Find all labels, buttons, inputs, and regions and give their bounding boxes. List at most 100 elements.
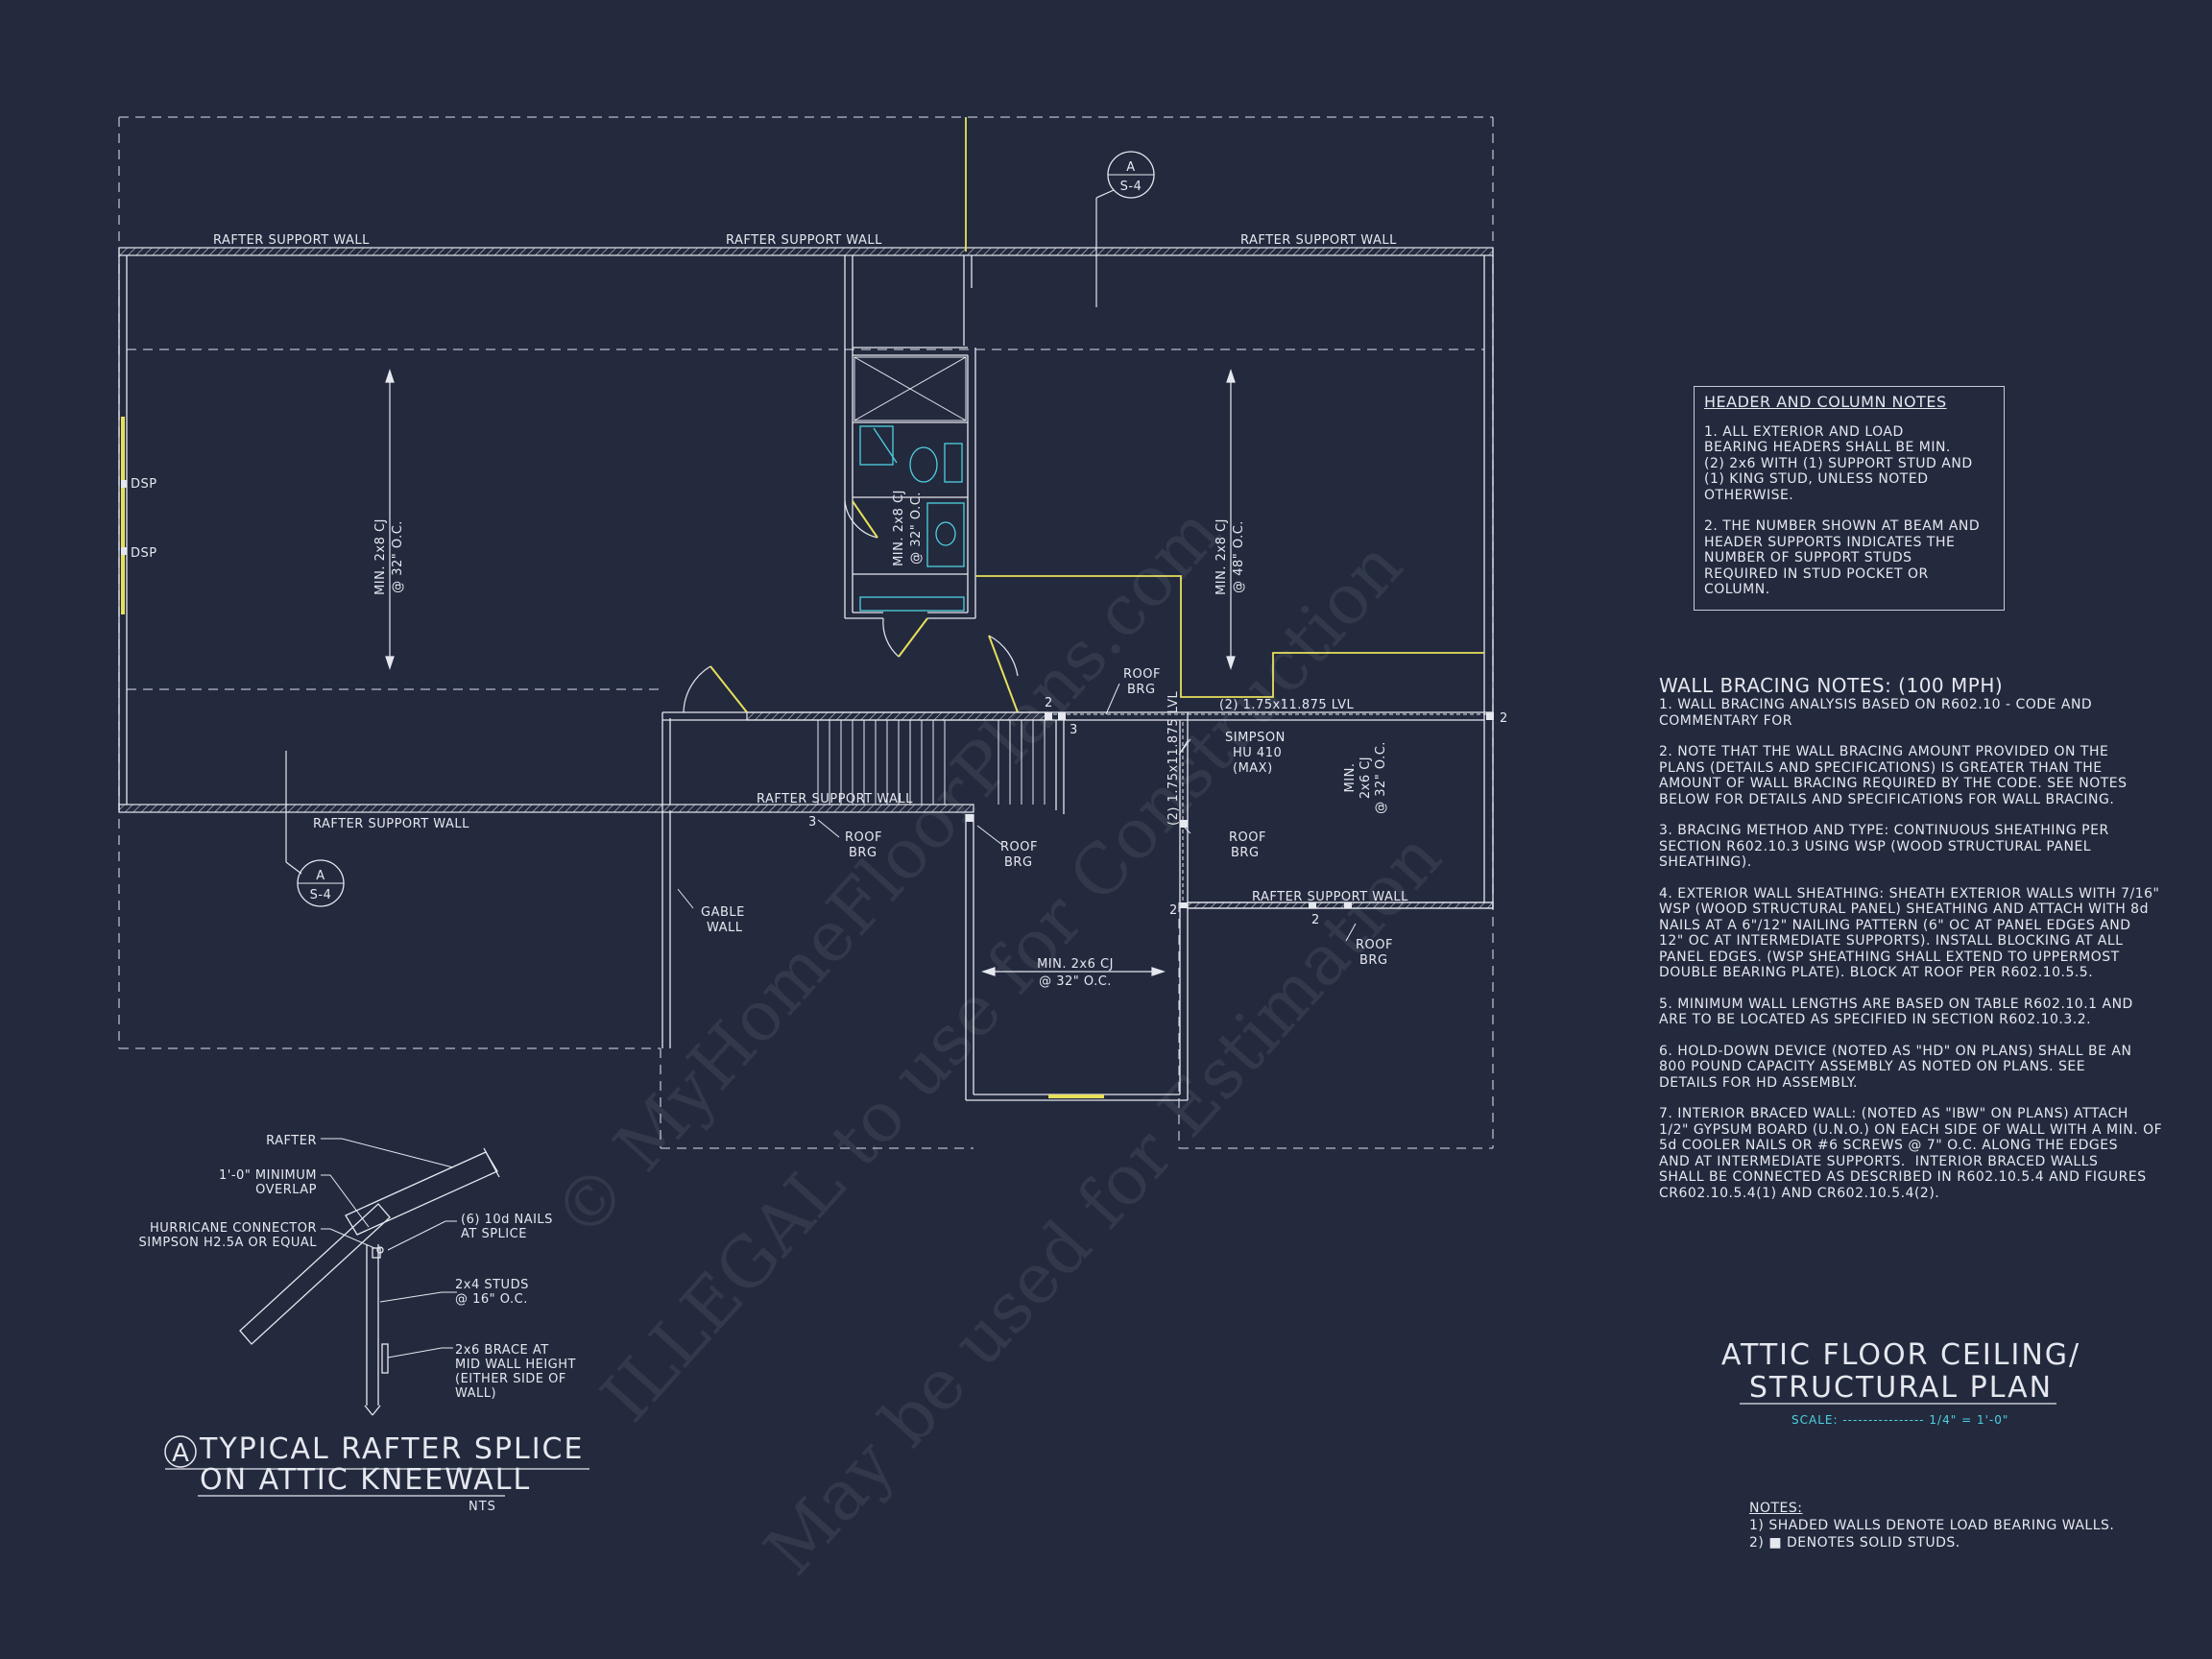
notes-line: 1) SHADED WALLS DENOTE LOAD BEARING WALL…: [1749, 1518, 2115, 1533]
note-line: SHALL BE CONNECTED AS DESCRIBED IN R602.…: [1659, 1169, 2147, 1185]
brace-label: WALL): [455, 1386, 496, 1401]
lvl-label: (2) 1.75x11.875 LVL: [1219, 698, 1355, 712]
cj-label-2x6-right: MIN. 2x6 CJ @ 32" O.C.: [1343, 741, 1388, 814]
note-line: CR602.10.5.4(1) AND CR602.10.5.4(2).: [1659, 1185, 1940, 1201]
roof-brg-label: ROOF: [845, 830, 882, 845]
stud-count: 2: [1045, 696, 1053, 710]
roof-brg-label: ROOF: [1356, 938, 1393, 952]
note-line: 800 POUND CAPACITY ASSEMBLY AS NOTED ON …: [1659, 1059, 2086, 1074]
bath-fixtures: [859, 425, 965, 612]
gable-wall-label: GABLE: [701, 905, 745, 920]
note-line: WSP (WOOD STRUCTURAL PANEL) SHEATHING AN…: [1659, 902, 2149, 917]
section-cut-lines: [285, 198, 1097, 875]
svg-text:A: A: [172, 1439, 189, 1468]
roof-brg-label: ROOF: [1229, 830, 1266, 845]
note-line: 6. HOLD-DOWN DEVICE (NOTED AS "HD" ON PL…: [1659, 1043, 2132, 1059]
detail-title-line1: TYPICAL RAFTER SPLICE: [200, 1432, 585, 1466]
simpson-label: (MAX): [1233, 761, 1273, 776]
note-line: COMMENTARY FOR: [1659, 712, 1792, 729]
roof-outline-dashed: [118, 116, 1494, 1149]
rafter-support-wall-label: RAFTER SUPPORT WALL: [1252, 890, 1408, 904]
note-line: 4. EXTERIOR WALL SHEATHING: SHEATH EXTER…: [1659, 885, 2160, 902]
gable-wall-label: WALL: [707, 921, 743, 935]
svg-text:MIN. 2x8 CJ: MIN. 2x8 CJ: [1214, 518, 1229, 595]
plan-labels: RAFTER SUPPORT WALL RAFTER SUPPORT WALL …: [131, 233, 1508, 989]
note-line: 3. BRACING METHOD AND TYPE: CONTINUOUS S…: [1659, 823, 2109, 838]
svg-text:@ 32" O.C.: @ 32" O.C.: [909, 492, 924, 565]
roof-brg-label: BRG: [849, 846, 878, 860]
studs-label: @ 16" O.C.: [455, 1292, 528, 1307]
note-line: SECTION R602.10.3 USING WSP (WOOD STRUCT…: [1659, 838, 2092, 854]
stud-count: 2: [1500, 711, 1508, 726]
callout-leaders: [677, 683, 1357, 942]
note-line: PANEL EDGES. (WSP SHEATHING SHALL EXTEND…: [1659, 949, 2120, 965]
detail-title-line2: ON ATTIC KNEEWALL: [200, 1463, 532, 1497]
overlap-label: OVERLAP: [255, 1183, 317, 1197]
general-notes: NOTES: 1) SHADED WALLS DENOTE LOAD BEARI…: [1749, 1500, 2114, 1551]
stud-count: 2: [1169, 903, 1178, 918]
studs-label: 2x4 STUDS: [455, 1278, 529, 1292]
cj-label-left: MIN. 2x8 CJ @ 32" O.C.: [373, 518, 405, 595]
rafter-splice-detail: [239, 1147, 500, 1416]
svg-text:@ 48" O.C.: @ 48" O.C.: [1232, 520, 1246, 593]
roof-brg-label: BRG: [1127, 683, 1156, 697]
note-line: BELOW FOR DETAILS AND SPECIFICATIONS FOR…: [1659, 791, 2115, 807]
section-marker-sheet: S-4: [310, 888, 332, 902]
cj-label-bath: MIN. 2x8 CJ @ 32" O.C.: [892, 490, 924, 566]
plan-title-line1: ATTIC FLOOR CEILING/: [1720, 1338, 2081, 1372]
note-line: 7. INTERIOR BRACED WALL: (NOTED AS "IBW"…: [1659, 1106, 2128, 1121]
section-marker-bottom: A S-4: [297, 859, 345, 907]
lvl-label-vertical: (2) 1.75x11.875 LVL: [1166, 690, 1181, 826]
simpson-label: SIMPSON: [1225, 731, 1286, 745]
roof-brg-label: ROOF: [1000, 840, 1038, 854]
brace-label: (EITHER SIDE OF: [455, 1372, 566, 1386]
rafter-label: RAFTER: [266, 1134, 317, 1148]
brace-label: MID WALL HEIGHT: [455, 1358, 576, 1372]
overlap-label: 1'-0" MINIMUM: [219, 1168, 317, 1183]
dsp-label: DSP: [131, 477, 157, 492]
roof-brg-label: BRG: [1231, 846, 1260, 860]
rafter-support-wall-label: RAFTER SUPPORT WALL: [726, 233, 882, 248]
note-line: OTHERWISE.: [1704, 487, 1794, 503]
note-line: 5d COOLER NAILS OR #6 SCREWS @ 7" O.C. A…: [1659, 1138, 2118, 1153]
svg-text:2x6 CJ: 2x6 CJ: [1358, 757, 1373, 799]
note-line: DETAILS FOR HD ASSEMBLY.: [1659, 1074, 1858, 1091]
stud-count: 3: [808, 815, 817, 830]
lvl-beams: [1046, 713, 1493, 902]
rafter-support-wall-bottom-left: [118, 804, 974, 813]
svg-text:@ 32" O.C.: @ 32" O.C.: [1374, 741, 1388, 814]
section-marker-letter: A: [316, 869, 325, 883]
doors: [683, 500, 1019, 713]
note-line: SHEATHING).: [1659, 854, 1752, 870]
cj-label-right: MIN. 2x8 CJ @ 48" O.C.: [1214, 518, 1246, 595]
wall-bracing-notes: WALL BRACING NOTES: (100 MPH) 1. WALL BR…: [1659, 674, 2177, 1201]
note-line: COLUMN.: [1704, 582, 1770, 597]
detail-labels: RAFTER 1'-0" MINIMUM OVERLAP HURRICANE C…: [139, 1134, 576, 1401]
rafter-support-wall-top: [118, 247, 1494, 256]
note-line: HEADER SUPPORTS INDICATES THE: [1704, 534, 1956, 550]
roof-brg-label: ROOF: [1123, 667, 1161, 682]
note-line: 5. MINIMUM WALL LENGTHS ARE BASED ON TAB…: [1659, 996, 2133, 1012]
stair: [817, 720, 1046, 805]
rafter-support-wall-label: RAFTER SUPPORT WALL: [213, 233, 370, 248]
note-line: REQUIRED IN STUD POCKET OR: [1704, 565, 1929, 582]
note-line: AND AT INTERMEDIATE SUPPORTS. INTERIOR B…: [1659, 1153, 2099, 1169]
section-marker-top: A S-4: [1095, 151, 1155, 199]
note-line: 1. WALL BRACING ANALYSIS BASED ON R602.1…: [1659, 697, 2093, 712]
rafter-support-wall-label: RAFTER SUPPORT WALL: [1240, 233, 1397, 248]
exterior-walls: [118, 255, 1494, 1101]
svg-text:MIN.: MIN.: [1343, 763, 1358, 793]
yellow-lines: [121, 117, 1484, 1098]
svg-text:MIN. 2x8 CJ: MIN. 2x8 CJ: [892, 490, 906, 566]
note-line: NUMBER OF SUPPORT STUDS: [1704, 550, 1912, 565]
note-line: BEARING HEADERS SHALL BE MIN.: [1704, 440, 1951, 455]
notes-title: NOTES:: [1749, 1501, 1803, 1516]
detail-title-marker: A: [164, 1435, 589, 1497]
cj-label-bottom: MIN. 2x6 CJ: [1037, 957, 1114, 972]
header-column-notes-title: HEADER AND COLUMN NOTES: [1704, 393, 1947, 411]
hurricane-label: SIMPSON H2.5A OR EQUAL: [139, 1236, 318, 1250]
section-marker-sheet: S-4: [1120, 180, 1142, 194]
plan-scale: SCALE: ---------------- 1/4" = 1'-0": [1791, 1413, 2009, 1427]
note-line: NAILS AT A 6"/12" NAILING PATTERN (6" OC…: [1659, 917, 2131, 933]
